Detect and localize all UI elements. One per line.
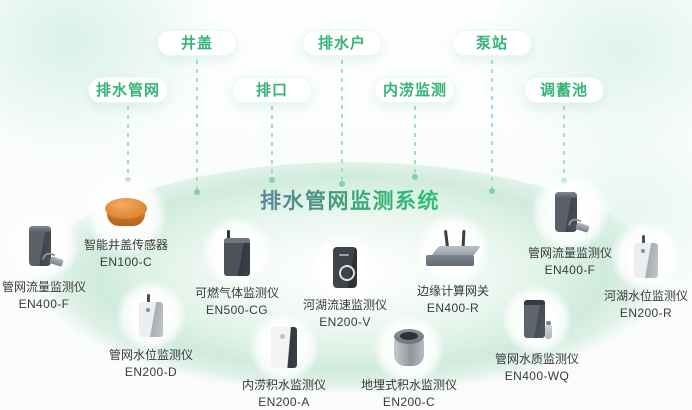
- device-name: 边缘计算网关: [416, 284, 489, 298]
- tag-storage-tank[interactable]: 调蓄池: [524, 77, 604, 103]
- connector-line: [339, 60, 345, 187]
- connector-line: [489, 60, 495, 194]
- tag-waterlogging-monitoring[interactable]: 内涝监测: [375, 77, 455, 103]
- device-model: EN200-A: [258, 395, 310, 409]
- device-gas-monitor[interactable]: 可燃气体监测仪 EN500-CG: [162, 217, 312, 319]
- system-title: 排水管网监测系统: [260, 185, 440, 215]
- tag-drainage-household[interactable]: 排水户: [302, 30, 382, 56]
- device-model: EN200-C: [382, 395, 436, 409]
- device-model: EN200-R: [619, 306, 673, 320]
- device-model: EN400-R: [426, 301, 480, 315]
- connector-line: [269, 106, 275, 183]
- water-quality-icon: [519, 298, 555, 342]
- velocity-meter-icon: [331, 246, 359, 288]
- connector-line: [125, 106, 131, 183]
- tag-outlet[interactable]: 排口: [232, 77, 312, 103]
- connector-line: [561, 106, 567, 184]
- manhole-sensor-icon: [104, 198, 148, 228]
- device-model: EN200-V: [319, 315, 371, 329]
- device-model: EN400-WQ: [504, 369, 570, 383]
- device-name: 管网水质监测仪: [494, 352, 579, 366]
- device-name: 内涝积水监测仪: [241, 378, 326, 392]
- device-name: 地埋式积水监测仪: [360, 378, 457, 392]
- device-name: 管网水位监测仪: [108, 348, 193, 362]
- device-edge-gateway[interactable]: 边缘计算网关 EN400-R: [378, 215, 528, 317]
- connector-line: [194, 60, 200, 195]
- level-meter-icon: [631, 235, 661, 279]
- connector-line: [412, 106, 418, 180]
- device-name: 管网流量监测仪: [1, 280, 86, 294]
- buried-meter-icon: [392, 328, 426, 368]
- flow-meter-icon: [24, 224, 64, 270]
- device-pipe-level-monitor[interactable]: 管网水位监测仪 EN200-D: [76, 281, 226, 381]
- device-model: EN200-D: [124, 365, 178, 379]
- device-model: EN500-CG: [206, 303, 268, 317]
- gas-detector-icon: [220, 230, 254, 276]
- device-name: 智能井盖传感器: [83, 238, 168, 252]
- device-model: EN100-C: [99, 255, 153, 269]
- device-model: EN400-F: [18, 297, 70, 311]
- flow-meter-icon: [550, 190, 590, 236]
- tag-pump-station[interactable]: 泵站: [452, 30, 532, 56]
- level-meter-icon: [136, 294, 166, 338]
- tag-drainage-network[interactable]: 排水管网: [88, 77, 168, 103]
- device-river-velocity-monitor[interactable]: 河湖流速监测仪 EN200-V: [270, 233, 420, 331]
- flood-meter-icon: [269, 326, 299, 368]
- gateway-icon: [423, 228, 483, 274]
- device-smart-manhole-sensor[interactable]: 智能井盖传感器 EN100-C: [51, 174, 201, 271]
- tag-manhole-cover[interactable]: 井盖: [157, 30, 237, 56]
- device-pipe-flow-monitor-left[interactable]: 管网流量监测仪 EN400-F: [0, 211, 119, 313]
- device-waterlogging-monitor[interactable]: 内涝积水监测仪 EN200-A: [209, 313, 359, 410]
- device-name: 可燃气体监测仪: [194, 286, 279, 300]
- device-buried-water-monitor[interactable]: 地埋式积水监测仪 EN200-C: [334, 315, 484, 410]
- device-name: 河湖流速监测仪: [302, 298, 387, 312]
- device-name: 河湖水位监测仪: [603, 289, 688, 303]
- device-river-level-monitor[interactable]: 河湖水位监测仪 EN200-R: [571, 222, 692, 322]
